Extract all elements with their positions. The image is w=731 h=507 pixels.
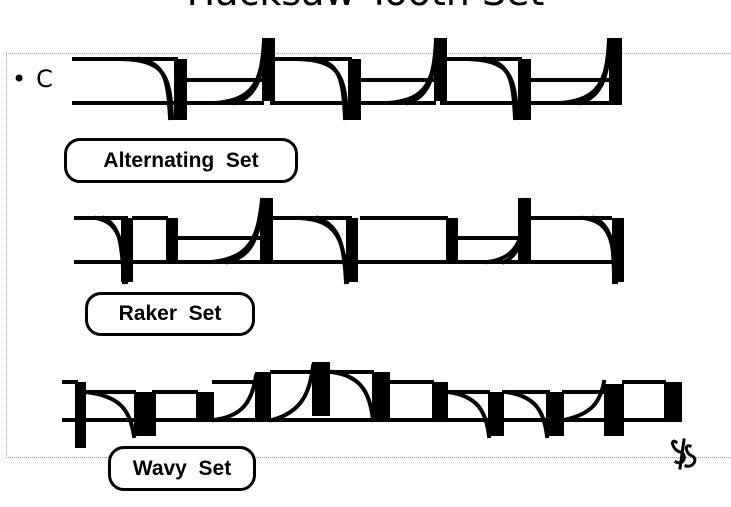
wavy-set-tooth-tips: [75, 362, 682, 448]
raker-set-label: Raker Set: [85, 292, 255, 336]
slide-title: Hacksaw Tooth Set: [0, 0, 731, 14]
bullet-text: C: [36, 65, 53, 93]
content-placeholder-box[interactable]: [6, 53, 731, 458]
alternating-set-tooth-tips: [174, 38, 622, 120]
raker-set-tooth-tips: [121, 198, 624, 282]
alternating-set-teeth: [72, 37, 622, 121]
wavy-set-label: Wavy Set: [108, 446, 256, 491]
alternating-set-label: Alternating Set: [64, 138, 298, 183]
bullet-item: •C: [12, 65, 53, 93]
bullet-dot: •: [12, 65, 27, 93]
signature-mark: [671, 438, 697, 470]
